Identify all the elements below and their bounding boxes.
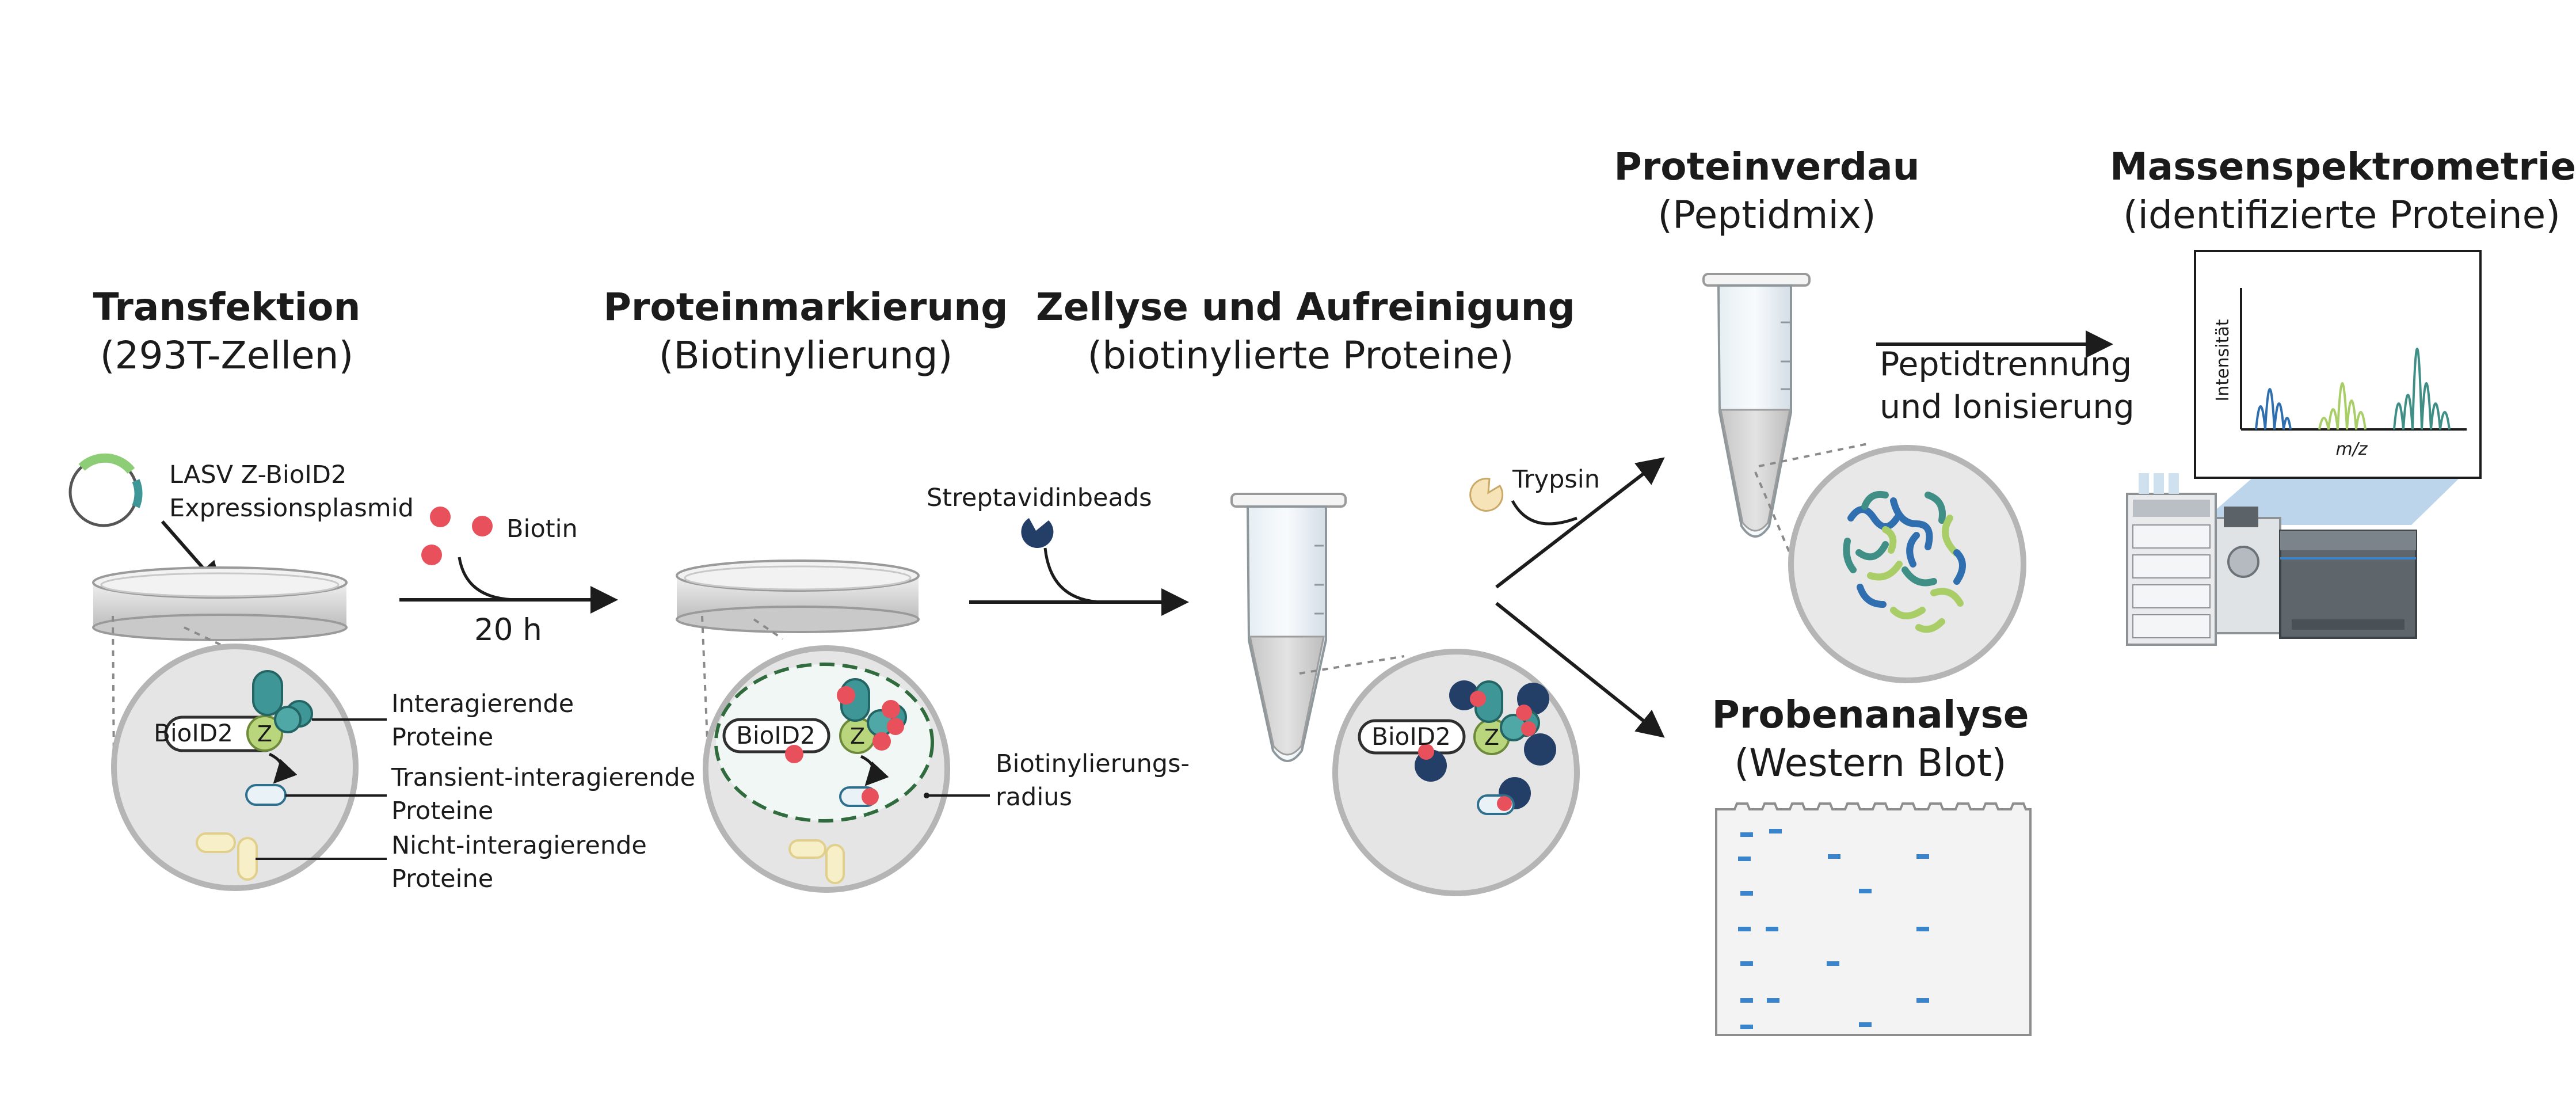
- radius-label-line2: radius: [996, 783, 1072, 812]
- tube-lysis-icon: [1230, 493, 1347, 762]
- bioid2-label-3: BioID2: [1371, 722, 1451, 751]
- interacting-label-line2: Proteine: [391, 723, 494, 752]
- step-lysis-subtitle: (biotinylierte Proteine): [1087, 333, 1514, 378]
- plasmid-label-line2: Expressionsplasmid: [169, 494, 414, 523]
- z-label-2: Z: [850, 724, 865, 749]
- step-analysis: Probenanalyse (Western Blot): [1669, 691, 2072, 787]
- bioid2-label-2: BioID2: [736, 721, 816, 749]
- arrow-to-analysis: [1495, 602, 1665, 738]
- step-lysis: Zellyse und Aufreinigung (biotinylierte …: [1036, 283, 1575, 380]
- spectrum-ylabel: Intensität: [2213, 319, 2233, 401]
- radius-label-line1: Biotinylierungs-: [996, 749, 1190, 778]
- bioid2-label-1: BioID2: [154, 719, 233, 747]
- separation-label-line2: und Ionisierung: [1880, 388, 2135, 426]
- petri-dish-1: [92, 566, 348, 641]
- biotin-molecules: [421, 507, 493, 565]
- petri-dish-2: [676, 559, 920, 633]
- peptide-zoom: [1788, 445, 2026, 683]
- spectrum-xlabel: m/z: [2335, 439, 2368, 459]
- cell-zoom-1: [111, 644, 387, 891]
- step-digestion-title: Proteinverdau: [1614, 144, 1920, 189]
- interacting-label: Interagierende Proteine: [391, 687, 574, 754]
- separation-label-line1: Peptidtrennung: [1880, 345, 2132, 383]
- step-transfection: Transfektion (293T-Zellen): [54, 283, 399, 380]
- step-digestion: Proteinverdau (Peptidmix): [1577, 143, 1957, 239]
- step-lysis-title: Zellyse und Aufreinigung: [1036, 285, 1575, 329]
- noninteracting-label: Nicht-interagierende Proteine: [391, 829, 647, 896]
- streptavidin-bead-icon: [1021, 518, 1054, 549]
- trypsin-label: Trypsin: [1512, 465, 1600, 494]
- mass-spectrometer-icon: [2126, 473, 2417, 646]
- streptavidin-curve: [1043, 547, 1106, 604]
- step-ms-title: Massenspektrometrie: [2110, 144, 2576, 189]
- z-label-3: Z: [1484, 725, 1499, 750]
- interacting-label-line1: Interagierende: [391, 690, 574, 718]
- biotin-curve: [458, 557, 519, 602]
- transient-label-line1: Transient-interagierende: [391, 763, 696, 792]
- noninteracting-label-line1: Nicht-interagierende: [391, 831, 647, 860]
- step-analysis-subtitle: (Western Blot): [1734, 741, 2007, 785]
- step-transfection-title: Transfektion: [93, 285, 361, 329]
- step-analysis-title: Probenanalyse: [1712, 692, 2029, 737]
- plasmid-label-line1: LASV Z-BioID2: [169, 460, 347, 489]
- step-ms: Massenspektrometrie (identifizierte Prot…: [2110, 143, 2576, 239]
- western-blot: [1715, 802, 2032, 1036]
- transient-label: Transient-interagierende Proteine: [391, 761, 695, 828]
- transient-label-line2: Proteine: [391, 797, 494, 825]
- plasmid-label: LASV Z-BioID2 Expressionsplasmid: [169, 458, 414, 525]
- transient-protein-icon: [245, 784, 287, 806]
- step-labeling-subtitle: (Biotinylierung): [658, 333, 953, 378]
- trypsin-icon: [1469, 478, 1504, 512]
- tube-digestion-icon: [1702, 273, 1811, 538]
- noninteracting-protein-icon: [196, 832, 258, 881]
- noninteracting-label-line2: Proteine: [391, 865, 494, 893]
- cell-zoom-3: [1332, 649, 1580, 896]
- step-transfection-subtitle: (293T-Zellen): [100, 333, 354, 378]
- arrow-to-digestion: [1495, 457, 1665, 589]
- step-ms-subtitle: (identifizierte Proteine): [2122, 193, 2561, 237]
- z-label-1: Z: [257, 721, 272, 747]
- step-labeling-title: Proteinmarkierung: [603, 285, 1008, 329]
- zoom-lines-2: [701, 615, 784, 755]
- plasmid-icon: [68, 453, 143, 527]
- spectrum-projection: [2198, 478, 2460, 525]
- radius-label: Biotinylierungs- radius: [996, 747, 1190, 814]
- spectrum-panel: Intensität m/z: [2194, 250, 2482, 479]
- cell-zoom-2: [703, 645, 990, 893]
- biotin-label: Biotin: [506, 515, 578, 543]
- interacting-protein-icon: [252, 670, 313, 733]
- separation-label: Peptidtrennung und Ionisierung: [1880, 343, 2135, 428]
- trypsin-curve: [1511, 500, 1577, 526]
- step-labeling: Proteinmarkierung (Biotinylierung): [587, 283, 1024, 380]
- incubation-time-label: 20 h: [474, 612, 542, 648]
- step-digestion-subtitle: (Peptidmix): [1657, 193, 1876, 237]
- streptavidin-label: Streptavidinbeads: [927, 484, 1152, 512]
